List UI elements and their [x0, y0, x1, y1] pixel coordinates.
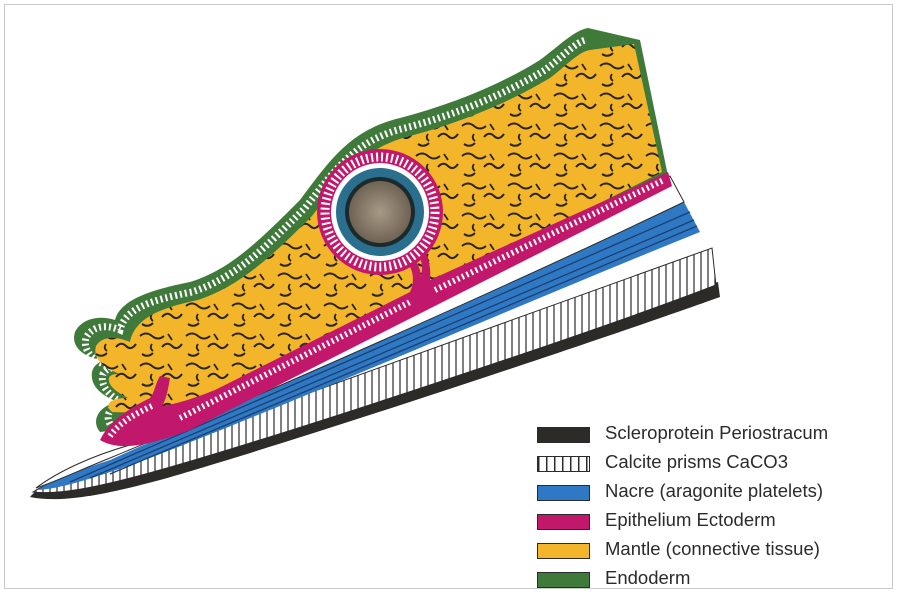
legend-label: Epithelium Ectoderm — [605, 509, 776, 531]
legend-label: Mantle (connective tissue) — [605, 538, 820, 560]
legend: Scleroprotein Periostracum Calcite prism… — [537, 421, 887, 595]
legend-label: Scleroprotein Periostracum — [605, 422, 828, 444]
legend-item-endoderm: Endoderm — [537, 566, 887, 595]
legend-item-mantle: Mantle (connective tissue) — [537, 537, 887, 566]
legend-swatch-mantle — [537, 543, 590, 559]
pearl-core — [349, 181, 411, 243]
legend-swatch-calcite — [537, 456, 590, 472]
legend-swatch-nacre — [537, 485, 590, 501]
legend-label: Nacre (aragonite platelets) — [605, 480, 823, 502]
legend-label: Calcite prisms CaCO3 — [605, 451, 788, 473]
legend-swatch-epithelium — [537, 514, 590, 530]
legend-swatch-periostracum — [537, 427, 590, 443]
legend-swatch-endoderm — [537, 572, 590, 588]
legend-item-epithelium: Epithelium Ectoderm — [537, 508, 887, 537]
legend-item-calcite: Calcite prisms CaCO3 — [537, 450, 887, 479]
legend-item-nacre: Nacre (aragonite platelets) — [537, 479, 887, 508]
legend-item-periostracum: Scleroprotein Periostracum — [537, 421, 887, 450]
legend-label: Endoderm — [605, 567, 690, 589]
